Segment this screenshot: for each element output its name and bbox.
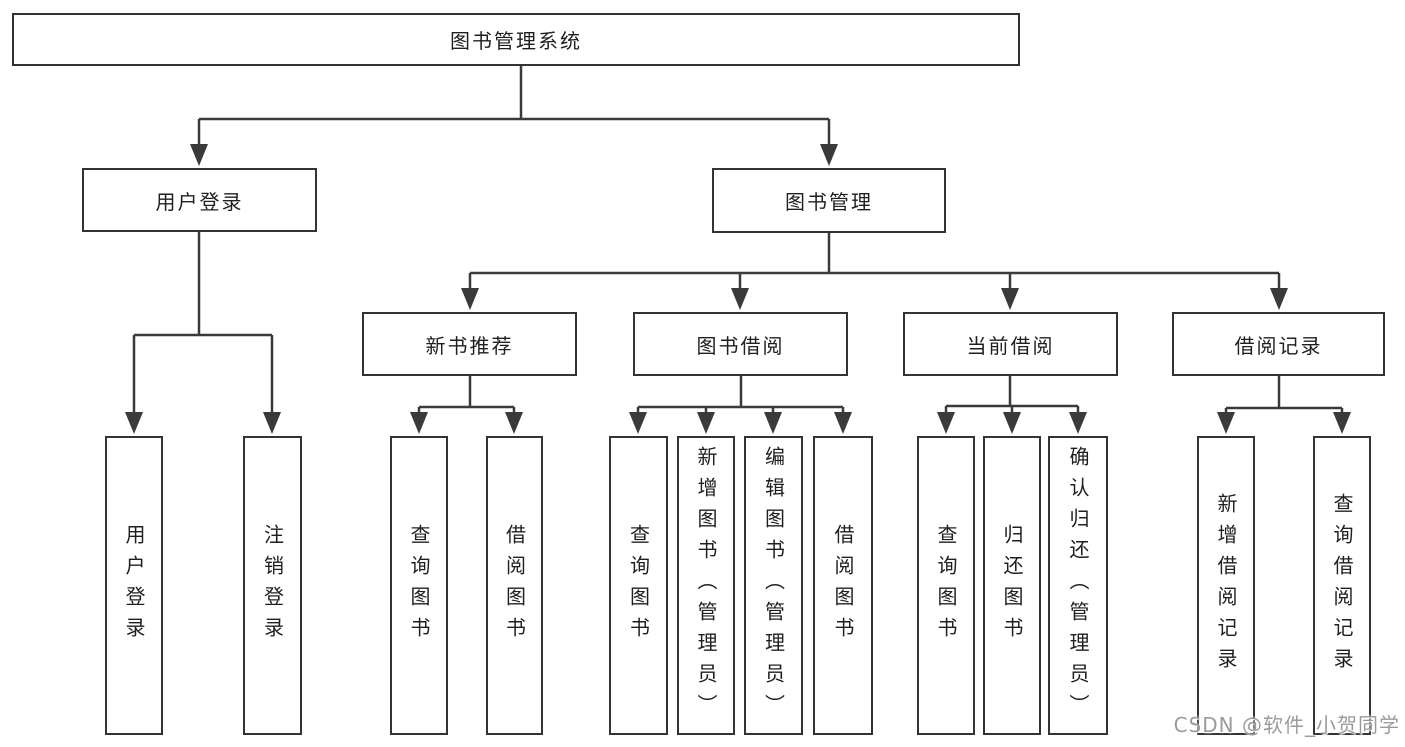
node-book-borrow: 图书借阅 (633, 312, 848, 376)
leaf-confirm-return-admin: 确认归还（管理员） (1048, 436, 1108, 735)
edge-bookmgmt-to-level3 (468, 233, 1281, 291)
leaf-add-borrow-record: 新增借阅记录 (1197, 436, 1255, 735)
leaf-query-book-recommend: 查询图书 (390, 436, 448, 735)
node-book-management-label: 图书管理 (785, 190, 873, 214)
arrowheads (125, 144, 1351, 434)
leaf-query-book-recommend-label: 查询图书 (407, 523, 431, 648)
leaf-edit-book-admin-label: 编辑图书（管理员） (761, 446, 786, 725)
leaf-query-book-current-label: 查询图书 (934, 523, 958, 648)
node-user-login: 用户登录 (82, 168, 317, 232)
leaf-query-book-current: 查询图书 (917, 436, 975, 735)
node-current-borrow: 当前借阅 (903, 312, 1118, 376)
leaf-add-borrow-record-label: 新增借阅记录 (1214, 492, 1238, 679)
node-book-borrow-label: 图书借阅 (696, 333, 785, 358)
leaf-borrow-book: 借阅图书 (813, 436, 873, 735)
leaf-logout-login: 注销登录 (243, 436, 302, 735)
arrowhead (263, 412, 281, 434)
leaf-logout-login-label: 注销登录 (260, 523, 285, 648)
leaf-user-login-label: 用户登录 (122, 523, 146, 648)
leaf-confirm-return-admin-label: 确认归还（管理员） (1066, 446, 1090, 725)
arrowhead (764, 412, 782, 434)
leaf-edit-book-admin: 编辑图书（管理员） (744, 436, 803, 735)
arrowhead (937, 412, 955, 434)
leaf-query-book-borrow-label: 查询图书 (626, 523, 651, 648)
leaf-user-login: 用户登录 (105, 436, 163, 735)
edge-bookborrow-to-leaves (636, 376, 845, 415)
arrowhead (190, 144, 208, 166)
arrowhead (1069, 412, 1087, 434)
node-current-borrow-label: 当前借阅 (966, 333, 1055, 358)
arrowhead (1003, 412, 1021, 434)
node-borrow-record: 借阅记录 (1172, 312, 1385, 376)
node-library-system-label: 图书管理系统 (450, 29, 582, 53)
arrowhead (731, 288, 749, 310)
csdn-watermark: CSDN @软件_小贺同学 (1173, 713, 1400, 737)
leaf-borrow-book-recommend-label: 借阅图书 (502, 523, 527, 648)
arrowhead (1217, 412, 1235, 434)
leaf-borrow-book-label: 借阅图书 (831, 523, 855, 648)
node-user-login-label: 用户登录 (155, 189, 244, 214)
arrowhead (461, 288, 479, 310)
node-library-system: 图书管理系统 (12, 13, 1020, 66)
node-borrow-record-label: 借阅记录 (1234, 333, 1323, 358)
leaf-query-borrow-record-label: 查询借阅记录 (1330, 492, 1354, 679)
leaf-add-book-admin-label: 新增图书（管理员） (694, 446, 718, 725)
edge-userlogin-to-leaves (132, 232, 274, 415)
node-book-management: 图书管理 (712, 168, 946, 233)
arrowhead (697, 412, 715, 434)
arrowhead (820, 144, 838, 166)
arrowhead (1333, 412, 1351, 434)
arrowhead (505, 412, 523, 434)
arrowhead (1001, 288, 1019, 310)
arrowhead (834, 412, 852, 434)
edge-newbook-to-leaves (417, 376, 516, 415)
leaf-query-borrow-record: 查询借阅记录 (1313, 436, 1371, 735)
arrowhead (410, 412, 428, 434)
leaf-return-book: 归还图书 (983, 436, 1041, 735)
arrowhead (125, 412, 143, 434)
leaf-return-book-label: 归还图书 (1000, 523, 1024, 648)
edge-root-to-level2 (197, 66, 831, 147)
arrowhead (1270, 288, 1288, 310)
node-new-book-recommend: 新书推荐 (362, 312, 577, 376)
leaf-add-book-admin: 新增图书（管理员） (677, 436, 735, 735)
leaf-query-book-borrow: 查询图书 (609, 436, 668, 735)
edge-curborrow-to-leaves (944, 376, 1080, 415)
edge-borrowrec-to-leaves (1224, 376, 1344, 415)
leaf-borrow-book-recommend: 借阅图书 (486, 436, 543, 735)
node-new-book-recommend-label: 新书推荐 (425, 333, 514, 358)
arrowhead (629, 412, 647, 434)
